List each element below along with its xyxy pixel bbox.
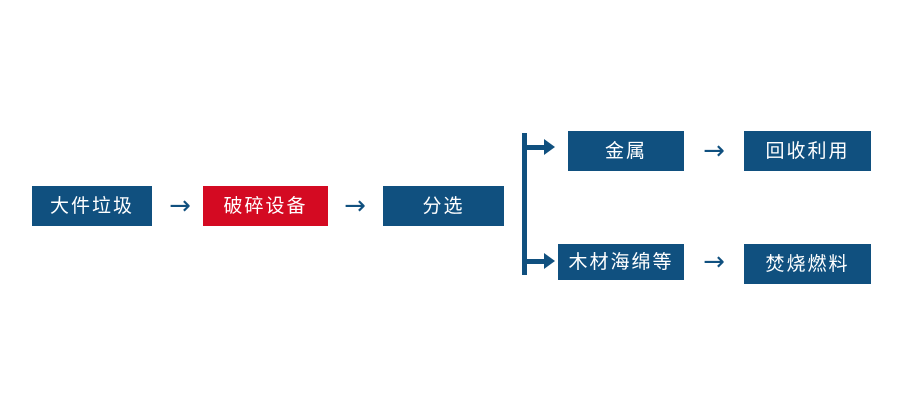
arrow-right-icon-3: → [703,136,725,166]
node-recycling[interactable]: 回收利用 [744,131,871,171]
node-metal[interactable]: 金属 [568,131,684,171]
branch-stub-upper [527,145,545,150]
branch-trunk-line [522,133,527,275]
node-bulky-waste[interactable]: 大件垃圾 [32,186,152,226]
branch-arrowhead-upper-icon [544,139,555,155]
node-sorting[interactable]: 分选 [383,186,504,226]
node-incineration-fuel[interactable]: 焚烧燃料 [744,244,871,284]
branch-stub-lower [527,259,545,264]
arrow-right-icon-2: → [344,191,366,221]
arrow-right-icon-1: → [169,191,191,221]
branch-arrowhead-lower-icon [544,253,555,269]
arrow-right-icon-4: → [703,247,725,277]
node-wood-sponge-etc[interactable]: 木材海绵等 [558,244,684,280]
node-crushing-equipment[interactable]: 破碎设备 [203,186,328,226]
